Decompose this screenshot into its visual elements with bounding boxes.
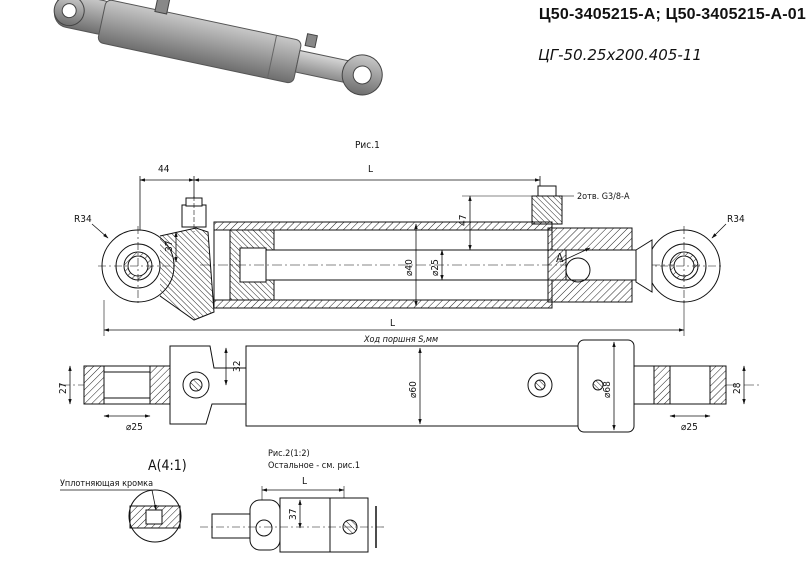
dim-d60-left: ⌀60 [408, 381, 419, 398]
detail-a-seal [60, 489, 182, 543]
dim-d25-right: ⌀25 [681, 422, 698, 433]
dim-d25-left: ⌀25 [126, 422, 143, 433]
fig2-note: Остальное - см. рис.1 [268, 461, 360, 471]
dim-d68: ⌀68 [602, 381, 613, 398]
elevation-view [60, 339, 760, 433]
dim-d40: ⌀40 [404, 259, 415, 276]
dim-37-fig2: 37 [288, 509, 299, 520]
port-thread-label: 2отв. G3/8-А [577, 192, 630, 202]
dim-37: 37 [164, 241, 175, 252]
seal-edge-label: Уплотняющая кромка [60, 479, 153, 489]
dim-d25: ⌀25 [430, 259, 441, 276]
fig1-label: Рис.1 [355, 140, 380, 151]
dim-l-top: L [368, 164, 373, 175]
fig2-label: Рис.2(1:2) [268, 449, 310, 459]
dim-28: 28 [732, 382, 743, 394]
designation-title: ЦГ-50.25х200.405-11 [538, 46, 702, 64]
radius-left: R34 [74, 214, 92, 225]
stroke-label: Ход поршня S,мм [363, 335, 438, 345]
fig2-variant [200, 486, 384, 553]
dim-27: 27 [58, 383, 69, 394]
section-view [91, 176, 727, 336]
dim-44: 44 [158, 164, 170, 175]
dim-l-fig2: L [302, 476, 307, 487]
dim-l-bottom: L [390, 318, 395, 329]
detail-marker-a: А [556, 251, 564, 265]
detail-a-title: А(4:1) [148, 458, 187, 474]
radius-right: R34 [727, 214, 745, 225]
dim-32: 32 [232, 361, 243, 372]
cylinder-3d-render [53, 0, 383, 96]
part-numbers-title: Ц50-3405215-А; Ц50-3405215-А-01 [538, 6, 806, 23]
dim-47: 47 [458, 215, 469, 226]
